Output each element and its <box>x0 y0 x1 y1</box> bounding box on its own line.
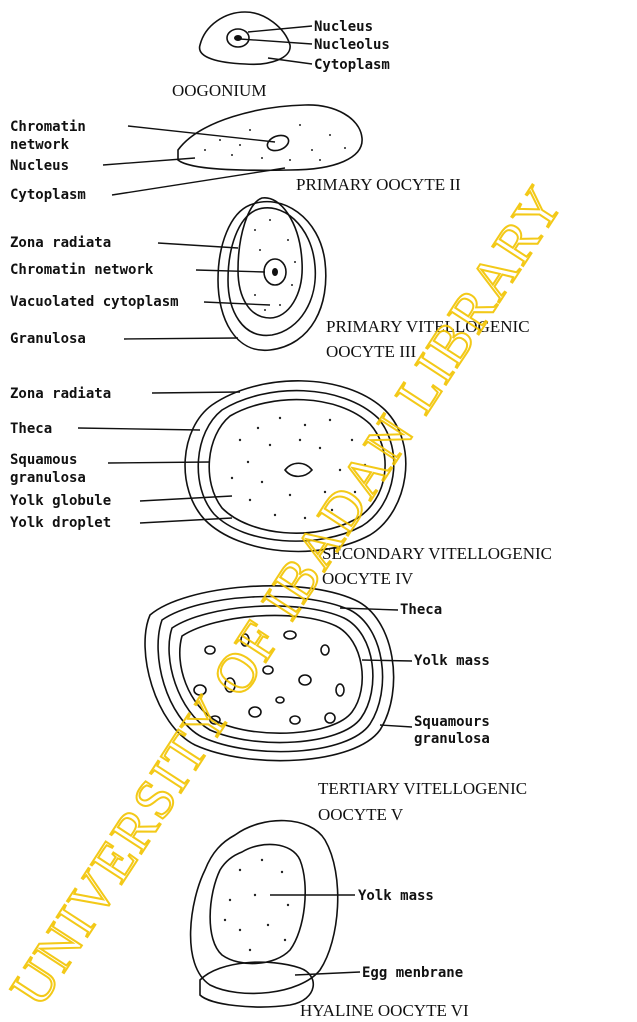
secondary-vitellogenic-caption-line1: SECONDARY VITELLOGENIC <box>322 544 552 563</box>
primary-vitellogenic-label-vacuolated-cytoplasm: Vacuolated cytoplasm <box>10 294 179 310</box>
secondary-vitellogenic-label-granulosa: granulosa <box>10 470 86 486</box>
oogonium-label-cytoplasm: Cytoplasm <box>314 57 390 73</box>
primary-oocyte-label-nucleus: Nucleus <box>10 158 69 174</box>
tertiary-vitellogenic-label-theca: Theca <box>400 602 442 618</box>
primary-vitellogenic-stipple <box>254 219 296 311</box>
secondary-vitellogenic-label-zona-radiata: Zona radiata <box>10 386 111 402</box>
primary-oocyte-stipple <box>204 124 346 161</box>
primary-oocyte-label-cytoplasm: Cytoplasm <box>10 187 86 203</box>
hyaline-oocyte-caption: HYALINE OOCYTE VI <box>300 1001 469 1020</box>
secondary-vitellogenic-label-squamous: Squamous <box>10 452 77 468</box>
tertiary-vitellogenic-label-granulosa: granulosa <box>414 731 490 747</box>
secondary-vitellogenic-label-yolk-droplet: Yolk droplet <box>10 515 111 531</box>
oogonium-label-nucleolus: Nucleolus <box>314 37 390 53</box>
oogonium-figure: Nucleus Nucleolus Cytoplasm OOGONIUM <box>172 12 390 100</box>
hyaline-oocyte-label-egg-membrane: Egg menbrane <box>362 965 463 981</box>
secondary-vitellogenic-label-theca: Theca <box>10 421 52 437</box>
tertiary-vitellogenic-label-squamours: Squamours <box>414 714 490 730</box>
primary-oocyte-caption: PRIMARY OOCYTE II <box>296 175 461 194</box>
primary-vitellogenic-label-granulosa: Granulosa <box>10 331 86 347</box>
primary-vitellogenic-label-chromatin-network: Chromatin network <box>10 262 154 278</box>
tertiary-vitellogenic-caption-line1: TERTIARY VITELLOGENIC <box>318 779 527 798</box>
primary-vitellogenic-label-zona-radiata: Zona radiata <box>10 235 111 251</box>
tertiary-vitellogenic-label-yolk-mass: Yolk mass <box>414 653 490 669</box>
oogonium-label-nucleus: Nucleus <box>314 19 373 35</box>
hyaline-oocyte-stipple <box>224 859 289 951</box>
primary-oocyte-label-chromatin: Chromatin <box>10 119 86 135</box>
hyaline-oocyte-label-yolk-mass: Yolk mass <box>358 888 434 904</box>
primary-vitellogenic-caption-line2: OOCYTE III <box>326 342 417 361</box>
secondary-vitellogenic-label-yolk-globule: Yolk globule <box>10 493 111 509</box>
primary-oocyte-figure: Chromatin network Nucleus Cytoplasm PRIM… <box>10 105 461 203</box>
tertiary-vitellogenic-caption-line2: OOCYTE V <box>318 805 404 824</box>
primary-oocyte-label-network: network <box>10 137 70 153</box>
oogonium-caption: OOGONIUM <box>172 81 266 100</box>
hyaline-oocyte-figure: Yolk mass Egg menbrane HYALINE OOCYTE VI <box>191 821 469 1020</box>
